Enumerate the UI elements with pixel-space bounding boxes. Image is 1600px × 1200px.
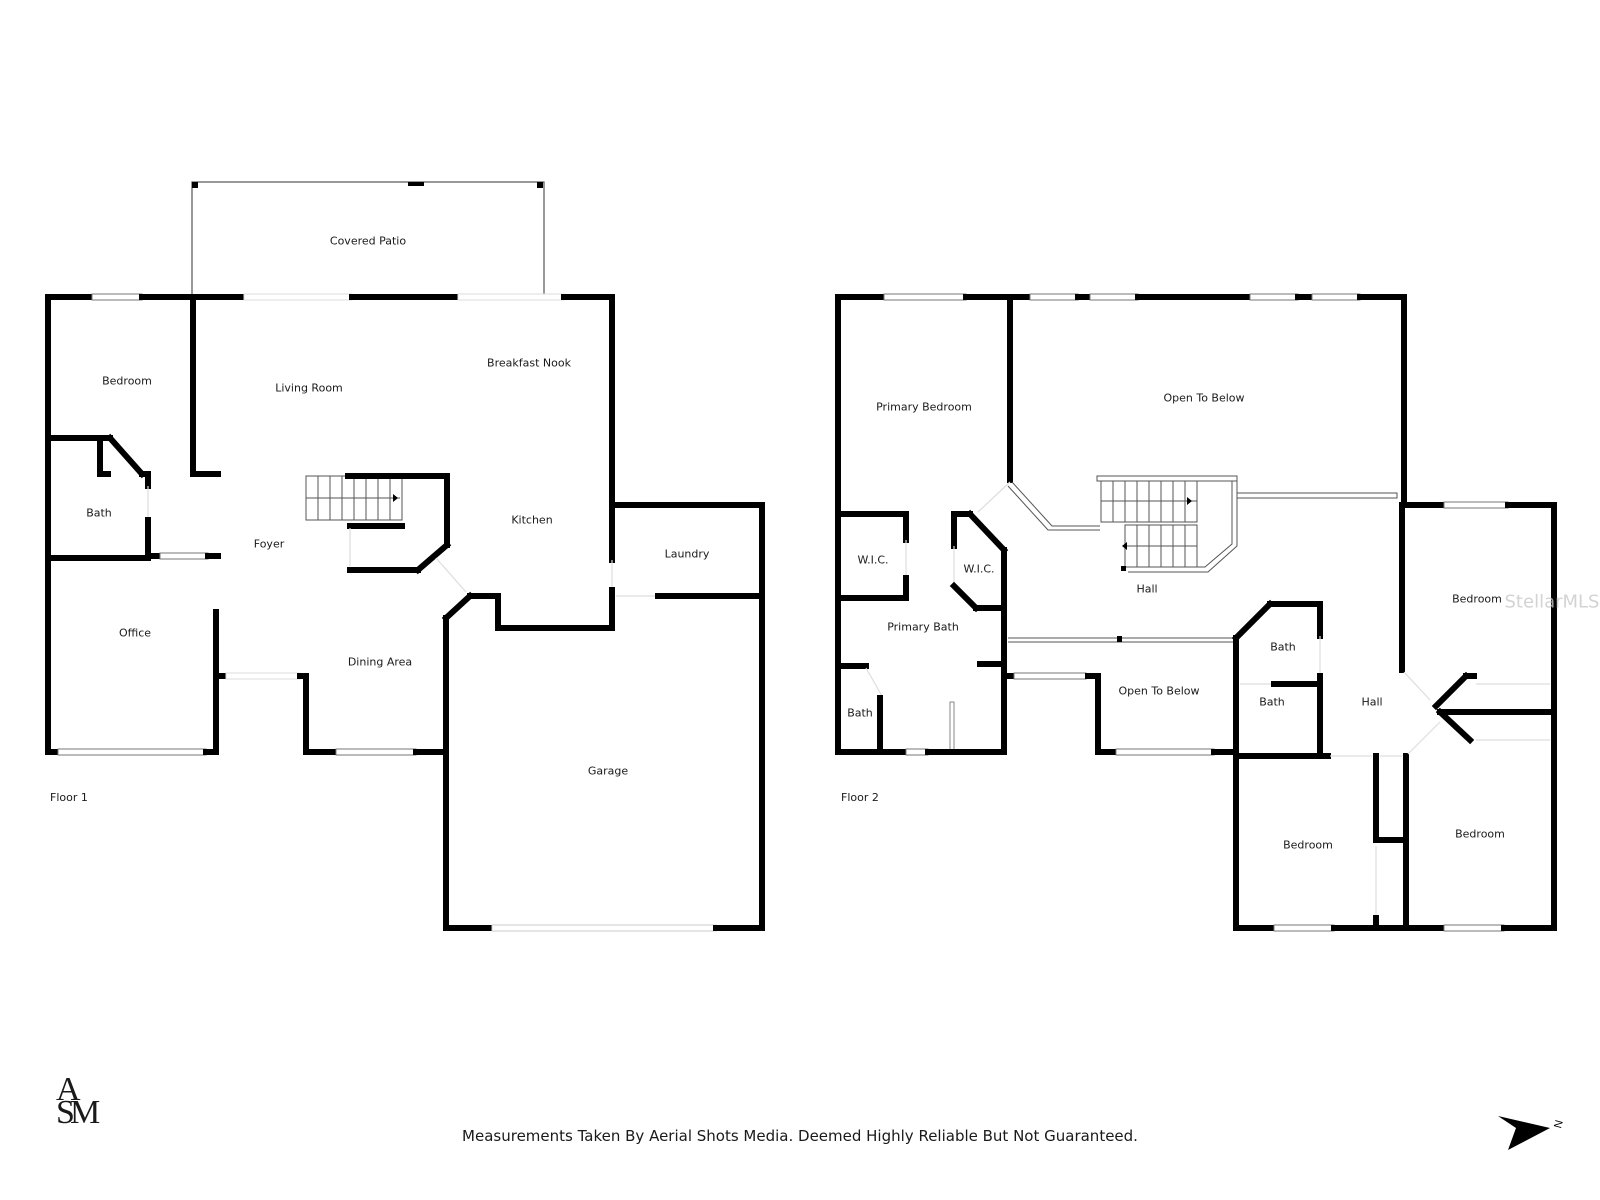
floor-1-walls	[45, 181, 765, 932]
room-breakfast-nook: Breakfast Nook	[487, 356, 571, 370]
room-bedroom-right-upper: Bedroom	[1452, 592, 1502, 606]
room-bath-lower: Bath	[1259, 695, 1285, 709]
room-kitchen: Kitchen	[511, 513, 553, 527]
logo-letter-m: M	[70, 1094, 100, 1130]
floor-1-stairs	[305, 475, 403, 521]
logo-letter-a: A	[56, 1071, 81, 1108]
floor-2-label: Floor 2	[841, 791, 879, 804]
asm-logo: A S M	[50, 1060, 110, 1131]
room-garage: Garage	[587, 764, 629, 778]
room-open-to-below-lower: Open To Below	[1118, 684, 1200, 698]
room-hall-upper: Hall	[1136, 582, 1158, 596]
room-primary-bedroom: Primary Bedroom	[876, 400, 972, 414]
north-arrow-icon: N	[1490, 1110, 1570, 1164]
room-bedroom-bottom-right: Bedroom	[1455, 827, 1505, 841]
room-wic-left: W.I.C.	[857, 553, 889, 567]
floor-2-stairs	[1096, 475, 1398, 573]
stellarmls-watermark: StellarMLS	[1504, 591, 1600, 613]
room-bath: Bath	[86, 506, 112, 520]
room-bedroom: Bedroom	[102, 374, 152, 388]
floor-2-walls	[835, 293, 1557, 932]
logo-letter-s: S	[56, 1094, 75, 1130]
room-dining-area: Dining Area	[347, 655, 413, 669]
room-covered-patio: Covered Patio	[329, 234, 407, 248]
room-living-room: Living Room	[275, 381, 343, 395]
room-wic-right: W.I.C.	[963, 562, 995, 576]
room-bath-small: Bath	[847, 706, 873, 720]
room-hall-lower: Hall	[1361, 695, 1383, 709]
room-bath-upper: Bath	[1270, 640, 1296, 654]
room-bedroom-bottom-left: Bedroom	[1283, 838, 1333, 852]
floor-1-label: Floor 1	[50, 791, 88, 804]
room-foyer: Foyer	[253, 537, 285, 551]
room-laundry: Laundry	[664, 547, 710, 561]
svg-text:N: N	[1552, 1119, 1566, 1130]
room-primary-bath: Primary Bath	[887, 620, 959, 634]
room-open-to-below-upper: Open To Below	[1163, 391, 1245, 405]
room-office: Office	[118, 626, 152, 640]
measurement-disclaimer: Measurements Taken By Aerial Shots Media…	[462, 1127, 1138, 1145]
